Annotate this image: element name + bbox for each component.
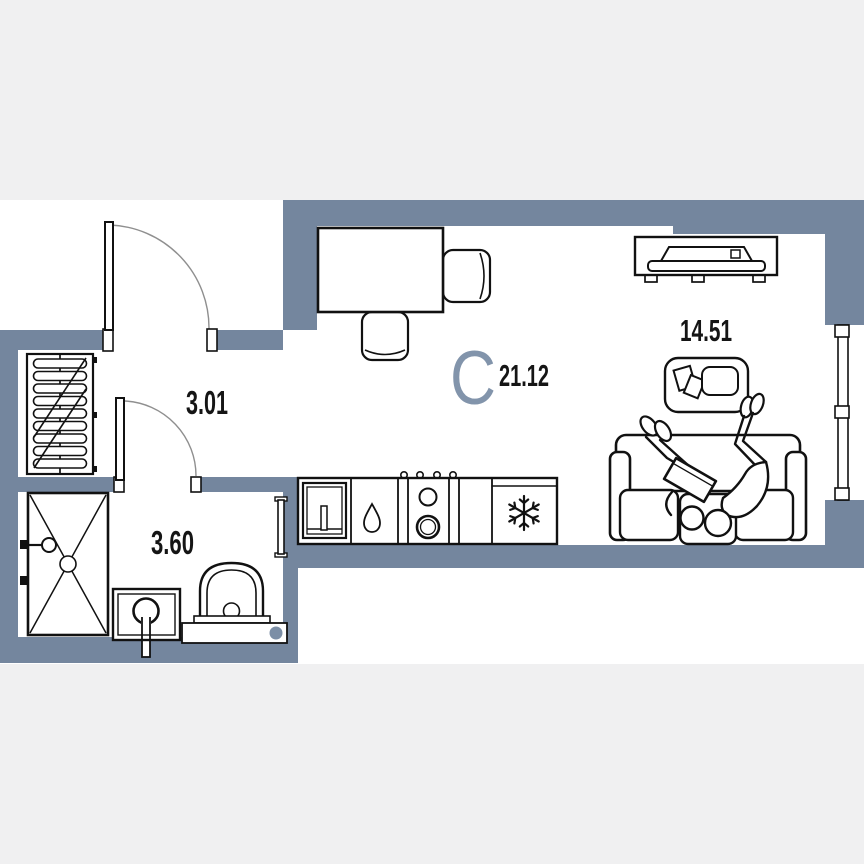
vanity-counter [181, 622, 288, 644]
toilet-bowl [198, 561, 265, 622]
shower-head [41, 537, 57, 553]
window-frame-block-mid [834, 405, 850, 419]
hob-knobs [399, 470, 457, 479]
shower-drain [59, 555, 77, 573]
desk-area [316, 226, 492, 362]
wall-top-right-span [673, 200, 825, 234]
wall-left-outer [0, 330, 18, 663]
person1-head [679, 505, 705, 531]
towel-radiator-icon [274, 496, 288, 558]
bottom-margin-band [0, 664, 864, 864]
walls [0, 200, 864, 663]
bathroom-door-jamb-right [190, 476, 202, 493]
studio-letter: С [450, 336, 496, 421]
window [825, 324, 864, 501]
bathroom-fixtures [20, 491, 288, 658]
toilet-icon [193, 561, 271, 624]
wardrobe-icon [25, 352, 97, 476]
shower-valve-top [20, 540, 27, 549]
labels: С 21.12 14.51 3.01 3.60 [151, 313, 732, 561]
door-swing-arcs [109, 224, 210, 477]
interior-door-icon [113, 397, 202, 493]
tv-stand-icon [633, 235, 779, 283]
entrance-door-jamb-right [206, 328, 218, 352]
person1-arm [665, 490, 674, 517]
person1-foot [639, 415, 659, 437]
wall-right-above-window [825, 200, 864, 325]
hob-burners-icon [415, 487, 441, 540]
window-frame-block-bottom [834, 487, 850, 501]
toilet-base [193, 615, 271, 624]
chair-icon-right [441, 248, 492, 304]
person2-head [703, 508, 733, 538]
entrance-door-arc [109, 224, 210, 330]
wall-entrance-left [0, 330, 103, 350]
washing-machine-icon [111, 587, 182, 658]
living-area-label: 14.51 [680, 313, 732, 348]
wall-hall-living-divider [283, 200, 317, 330]
counter-dividers [350, 478, 493, 544]
kitchen-sink-icon [301, 481, 348, 540]
top-margin-band [0, 0, 864, 200]
person1-laptop [662, 456, 718, 504]
vanity-basin [269, 626, 283, 640]
wall-entrance-right [217, 330, 283, 350]
coffee-table-icon [663, 356, 750, 414]
entrance-door-jamb-left [102, 328, 114, 352]
studio-area-label: 21.12 [499, 358, 549, 393]
tap-drop-icon [363, 502, 381, 533]
chair-icon-bottom [360, 310, 410, 362]
wall-bathroom-top-left [18, 477, 115, 492]
window-frame-block-top [834, 324, 850, 338]
sofa-seat-left [618, 488, 680, 542]
fridge-snowflake-icon [491, 485, 558, 532]
person2-leg [741, 411, 768, 464]
desk-icon [316, 226, 445, 314]
hallway-area-label: 3.01 [186, 384, 228, 421]
doors [102, 221, 218, 493]
wardrobe-hangers [32, 357, 88, 469]
wall-bathroom-top-right [200, 477, 298, 492]
wall-bathroom-right [283, 477, 298, 663]
bathroom-door-leaf [115, 397, 125, 481]
bathroom-door-arc [124, 400, 197, 477]
bathroom-area-label: 3.60 [151, 524, 194, 561]
person2-leg [733, 414, 759, 469]
wall-top-left-span [283, 200, 673, 226]
kitchen-counter [296, 470, 559, 546]
vanity-sink-icon [181, 622, 288, 644]
entrance-door-leaf [104, 221, 114, 331]
people-on-sofa-icon [639, 392, 770, 538]
person1-foot [653, 419, 673, 443]
sink-tap [320, 505, 328, 531]
wardrobe-hinge-marks [92, 357, 97, 472]
wall-bottom-main [298, 545, 864, 568]
entrance-door-icon [102, 221, 218, 352]
shower-valve-bottom [20, 576, 27, 585]
tv-screen-bar [647, 260, 766, 272]
person2-torso [720, 460, 770, 519]
shower-icon [20, 491, 110, 637]
